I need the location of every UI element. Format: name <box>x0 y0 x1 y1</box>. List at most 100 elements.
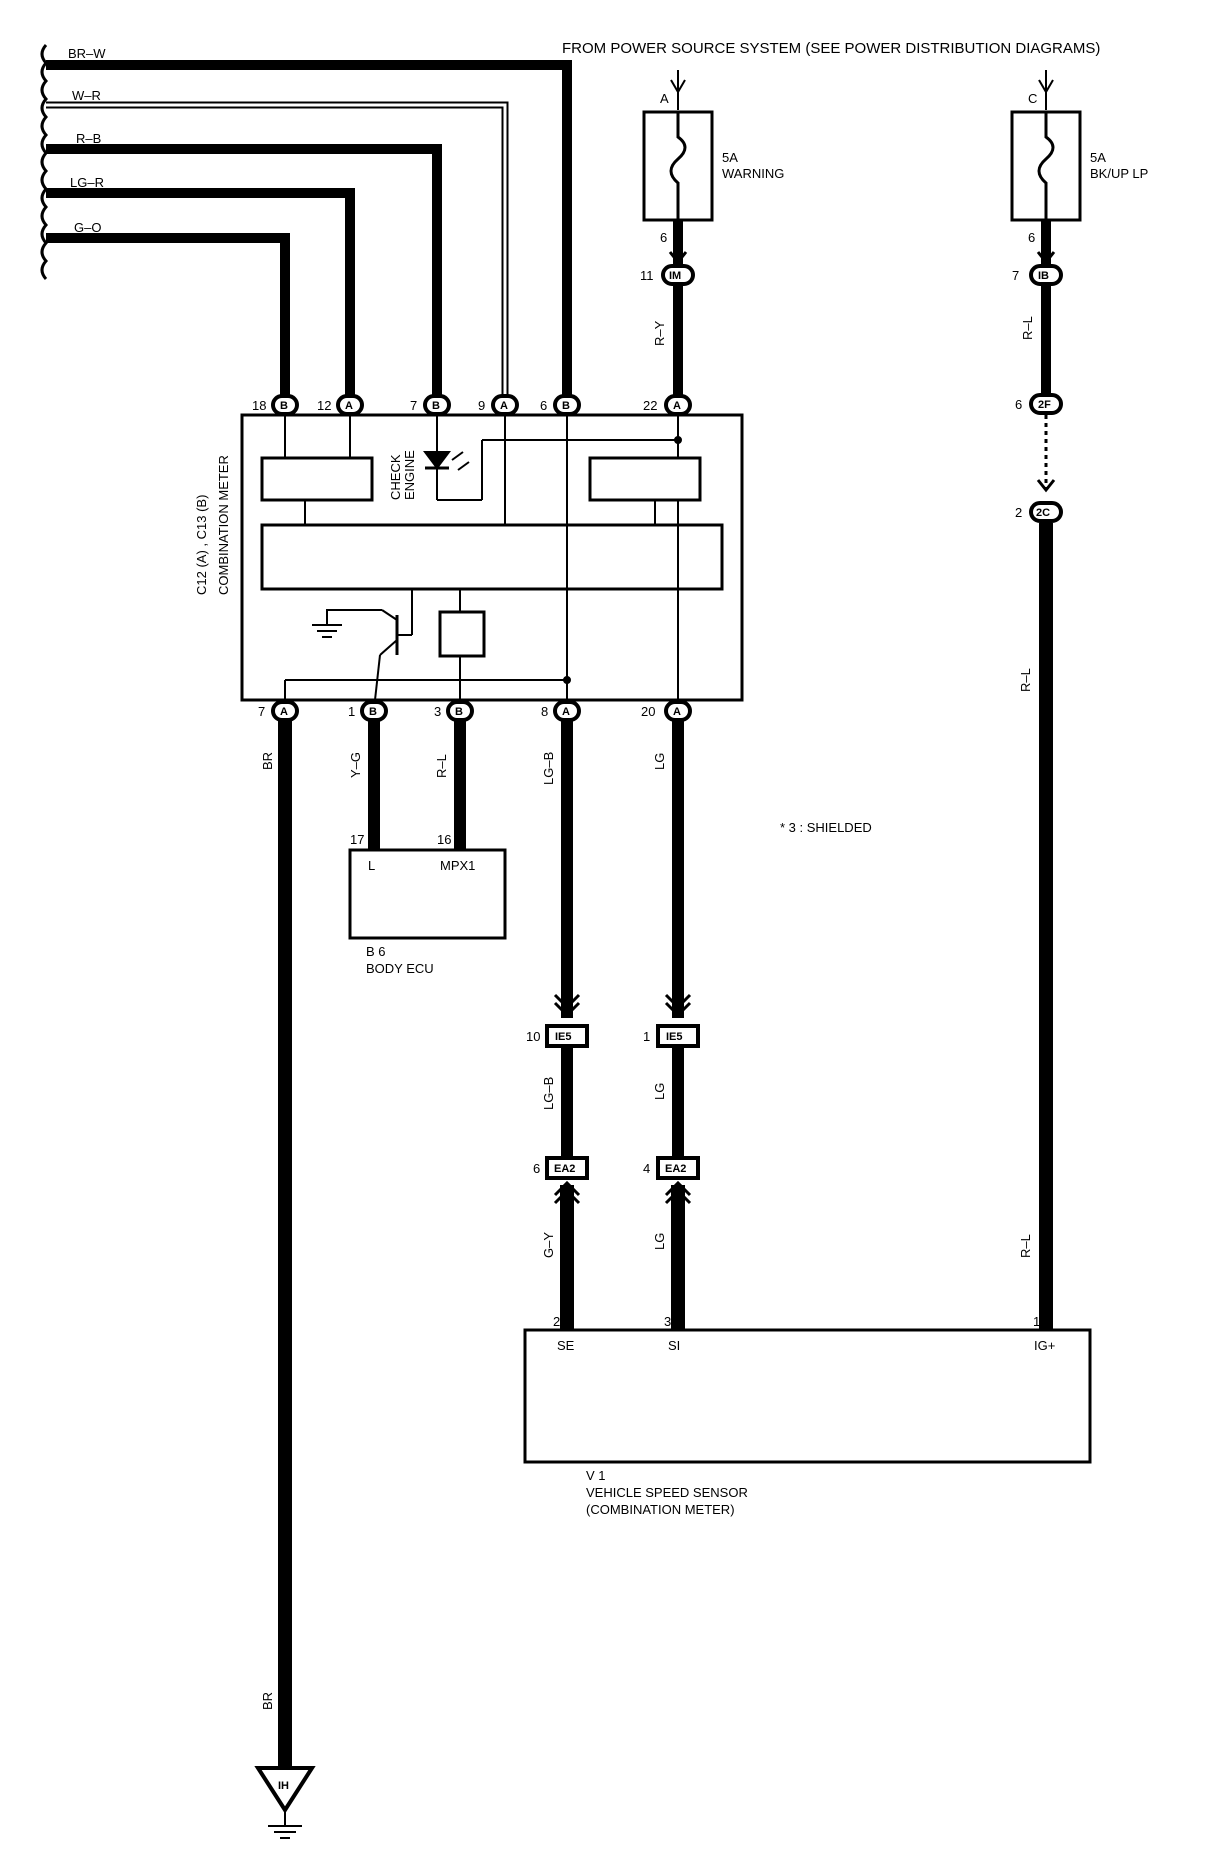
svg-text:3: 3 <box>434 704 441 719</box>
svg-text:MPX1: MPX1 <box>440 858 475 873</box>
svg-text:2: 2 <box>553 1314 560 1329</box>
svg-text:IG+: IG+ <box>1034 1338 1055 1353</box>
wire-label-br-top: BR <box>260 752 275 770</box>
svg-text:2F: 2F <box>1038 399 1051 411</box>
svg-text:CHECK: CHECK <box>388 454 403 500</box>
svg-text:BODY ECU: BODY ECU <box>366 961 434 976</box>
svg-text:22: 22 <box>643 398 657 413</box>
connector-ie5-1: IE5 1 <box>643 1024 700 1048</box>
svg-text:EA2: EA2 <box>665 1163 686 1175</box>
fuse-warning-pin: 6 <box>660 230 667 245</box>
meter-pin-6b: B6 <box>540 394 581 416</box>
connector-2f: 2F 6 <box>1015 393 1063 415</box>
header-title: FROM POWER SOURCE SYSTEM (SEE POWER DIST… <box>562 40 1100 57</box>
svg-text:IB: IB <box>1038 270 1049 282</box>
meter-pin-7a: A7 <box>258 700 299 722</box>
wire-label-r-l-bottom: R–L <box>1018 1234 1033 1258</box>
fuse-bkup-name: BK/UP LP <box>1090 166 1148 181</box>
fuse-warning-connector: A <box>660 91 669 106</box>
wire-label-r-y: R–Y <box>652 320 667 346</box>
wire-label-br-bottom: BR <box>260 1692 275 1710</box>
wire-label-r-l-top: R–L <box>1020 316 1035 340</box>
connector-ib: IB 7 <box>1012 251 1063 286</box>
wire-label-g-o: G–O <box>74 220 101 235</box>
meter-pin-3b: B3 <box>434 700 474 722</box>
meter-bottom-pins: A7 B1 B3 A8 A20 <box>258 700 692 722</box>
svg-text:18: 18 <box>252 398 266 413</box>
wire-label-lg-top: LG <box>652 753 667 770</box>
fuse-warning: A 5A WARNING 6 <box>642 70 784 270</box>
svg-text:A: A <box>562 706 570 718</box>
svg-text:SI: SI <box>668 1338 680 1353</box>
svg-text:A: A <box>345 400 353 412</box>
svg-text:A: A <box>673 706 681 718</box>
svg-text:3: 3 <box>664 1314 671 1329</box>
connector-2c: 2C 2 <box>1015 501 1063 523</box>
svg-text:IE5: IE5 <box>666 1031 683 1043</box>
svg-text:B: B <box>432 400 440 412</box>
connector-ie5-10: IE5 10 <box>526 1024 589 1048</box>
fuse-bkup-amp: 5A <box>1090 150 1106 165</box>
svg-text:IE5: IE5 <box>555 1031 572 1043</box>
svg-text:A: A <box>500 400 508 412</box>
connector-ea2-4: EA2 4 <box>643 1156 700 1180</box>
shield-note: * 3 : SHIELDED <box>780 820 872 835</box>
svg-text:7: 7 <box>410 398 417 413</box>
svg-text:VEHICLE SPEED SENSOR: VEHICLE SPEED SENSOR <box>586 1485 748 1500</box>
connector-ea2-6: EA2 6 <box>533 1156 589 1180</box>
vehicle-speed-sensor: 2 3 1 SE SI IG+ V 1 VEHICLE SPEED SENSOR… <box>523 1314 1092 1517</box>
fuse-warning-amp: 5A <box>722 150 738 165</box>
svg-text:17: 17 <box>350 832 364 847</box>
meter-pin-1b: B1 <box>348 700 388 722</box>
connector-im: IM 11 <box>640 251 695 286</box>
check-engine-lamp: CHECK ENGINE <box>388 450 417 500</box>
incoming-wire-harness <box>40 44 572 402</box>
svg-text:B: B <box>280 400 288 412</box>
meter-pin-9a: A9 <box>478 394 519 416</box>
svg-text:ENGINE: ENGINE <box>402 450 417 500</box>
svg-text:8: 8 <box>541 704 548 719</box>
wire-label-y-g: Y–G <box>348 752 363 778</box>
meter-top-pins: B18 A12 B7 A9 B6 A22 <box>252 394 692 416</box>
ground-ih: IH <box>254 1766 316 1839</box>
svg-text:16: 16 <box>437 832 451 847</box>
svg-text:20: 20 <box>641 704 655 719</box>
svg-text:B: B <box>455 706 463 718</box>
svg-text:4: 4 <box>643 1161 650 1176</box>
combination-meter-label: C12 (A) , C13 (B) COMBINATION METER <box>194 455 231 595</box>
svg-text:V 1: V 1 <box>586 1468 606 1483</box>
wire-label-lg-mid: LG <box>652 1083 667 1100</box>
meter-pin-8a: A8 <box>541 700 581 722</box>
svg-text:COMBINATION METER: COMBINATION METER <box>216 455 231 595</box>
svg-text:SE: SE <box>557 1338 575 1353</box>
meter-pin-22a: A 22 <box>643 394 692 416</box>
svg-text:EA2: EA2 <box>554 1163 575 1175</box>
svg-text:2C: 2C <box>1036 507 1050 519</box>
svg-text:B: B <box>369 706 377 718</box>
wire-label-r-l-ecu: R–L <box>434 754 449 778</box>
meter-pin-7b: B7 <box>410 394 451 416</box>
combination-meter-box <box>240 413 744 702</box>
svg-text:7: 7 <box>1012 268 1019 283</box>
svg-text:A: A <box>673 400 681 412</box>
svg-text:11: 11 <box>640 268 654 283</box>
svg-text:10: 10 <box>526 1029 540 1044</box>
svg-text:A: A <box>280 706 288 718</box>
wire-label-lg-b-top: LG–B <box>541 752 556 785</box>
wire-label-r-l-mid: R–L <box>1018 668 1033 692</box>
fuse-warning-name: WARNING <box>722 166 784 181</box>
svg-text:1: 1 <box>643 1029 650 1044</box>
wire-label-lg-b-mid: LG–B <box>541 1077 556 1110</box>
meter-pin-20a: A 20 <box>641 700 692 722</box>
svg-text:6: 6 <box>533 1161 540 1176</box>
wire-label-lg-bottom: LG <box>652 1233 667 1250</box>
fuse-bkup-connector: C <box>1028 91 1037 106</box>
wire-label-r-b: R–B <box>76 131 101 146</box>
meter-internal-circuit <box>260 415 724 701</box>
svg-text:C12 (A) , C13 (B): C12 (A) , C13 (B) <box>194 495 209 595</box>
svg-text:1: 1 <box>1033 1314 1040 1329</box>
svg-text:6: 6 <box>540 398 547 413</box>
meter-pin-12a: A12 <box>317 394 364 416</box>
wire-label-br-w: BR–W <box>68 46 106 61</box>
